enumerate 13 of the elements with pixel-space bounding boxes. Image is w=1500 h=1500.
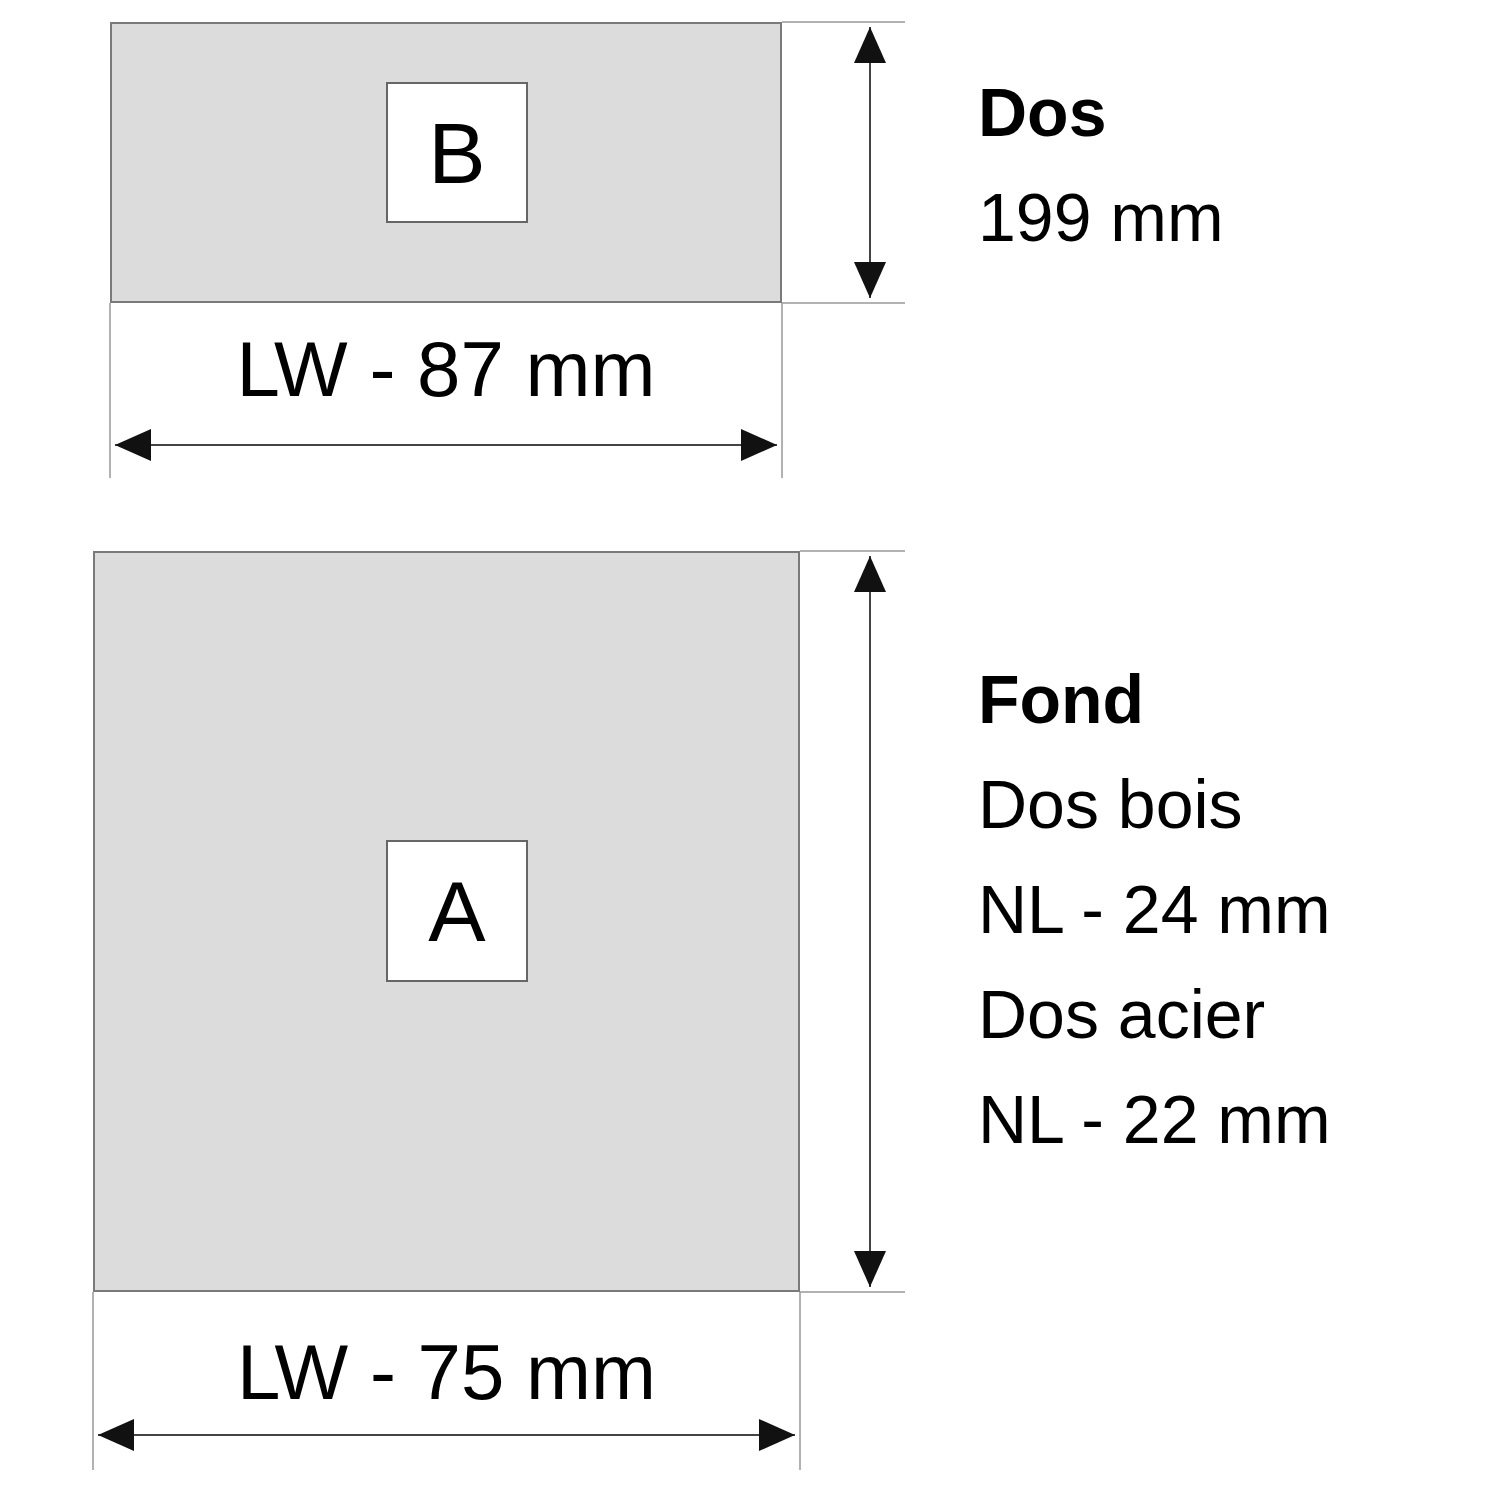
dimension-label: Dos acier [978,980,1266,1048]
dimension-label: Dos bois [978,770,1243,838]
panel-rect [110,22,782,303]
dimension-label: Fond [978,665,1145,733]
dimension-label: Dos [978,78,1107,146]
dimension-label: NL - 24 mm [978,875,1331,943]
dimension-label: LW - 87 mm [235,330,657,408]
dimension-label: LW - 75 mm [236,1333,657,1411]
dimension-label: 199 mm [978,183,1224,251]
panel-rect [93,551,800,1292]
dimension-label: NL - 22 mm [978,1085,1331,1153]
letter-box: A [386,840,528,982]
letter-box: B [386,82,528,223]
